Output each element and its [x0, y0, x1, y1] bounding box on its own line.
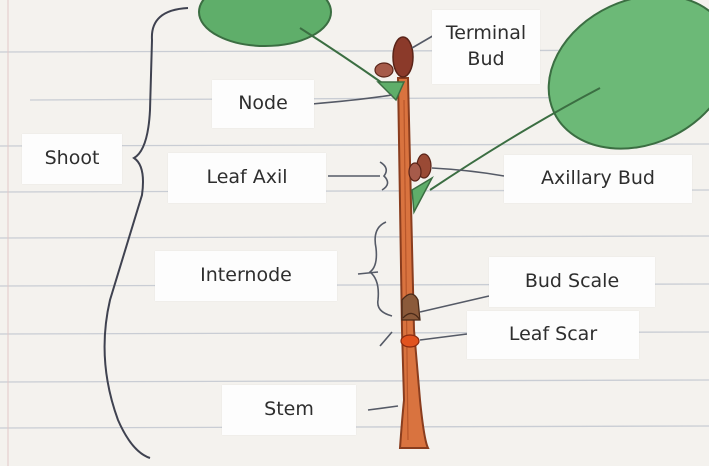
stem-label: Stem — [222, 385, 356, 435]
leaf-axil-label: Leaf Axil — [168, 153, 326, 203]
shoot-label: Shoot — [22, 134, 122, 184]
bud-scale-drawing — [402, 294, 420, 320]
leaf-scar-drawing — [401, 335, 419, 347]
terminal-bud-label: Terminal Bud — [432, 10, 540, 84]
internode-label: Internode — [155, 251, 337, 301]
node-label: Node — [212, 80, 314, 128]
axillary-bud-label: Axillary Bud — [504, 155, 692, 203]
leaf-scar-label: Leaf Scar — [467, 311, 639, 359]
bud-scale-label: Bud Scale — [489, 257, 655, 307]
